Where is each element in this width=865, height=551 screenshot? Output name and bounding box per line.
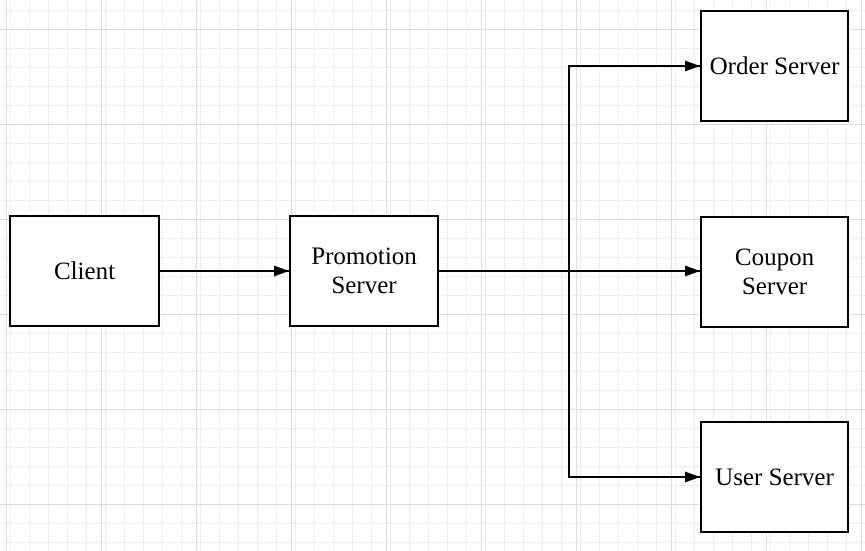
node-user-server[interactable]: User Server [700, 421, 849, 533]
node-coupon-server[interactable]: Coupon Server [700, 216, 849, 328]
node-order-server[interactable]: Order Server [700, 10, 849, 122]
edge-promotion-server-to-order-server[interactable] [568, 60, 700, 271]
node-client-label: Client [53, 257, 116, 285]
node-promotion-server[interactable]: Promotion Server [289, 215, 439, 327]
node-promotion-server-label: Promotion Server [311, 243, 417, 299]
edge-promotion-server-to-user-server[interactable] [568, 271, 700, 483]
node-coupon-server-label: Coupon Server [734, 244, 815, 300]
node-user-server-label: User Server [715, 463, 834, 491]
node-order-server-label: Order Server [709, 52, 840, 80]
node-client[interactable]: Client [9, 215, 160, 327]
